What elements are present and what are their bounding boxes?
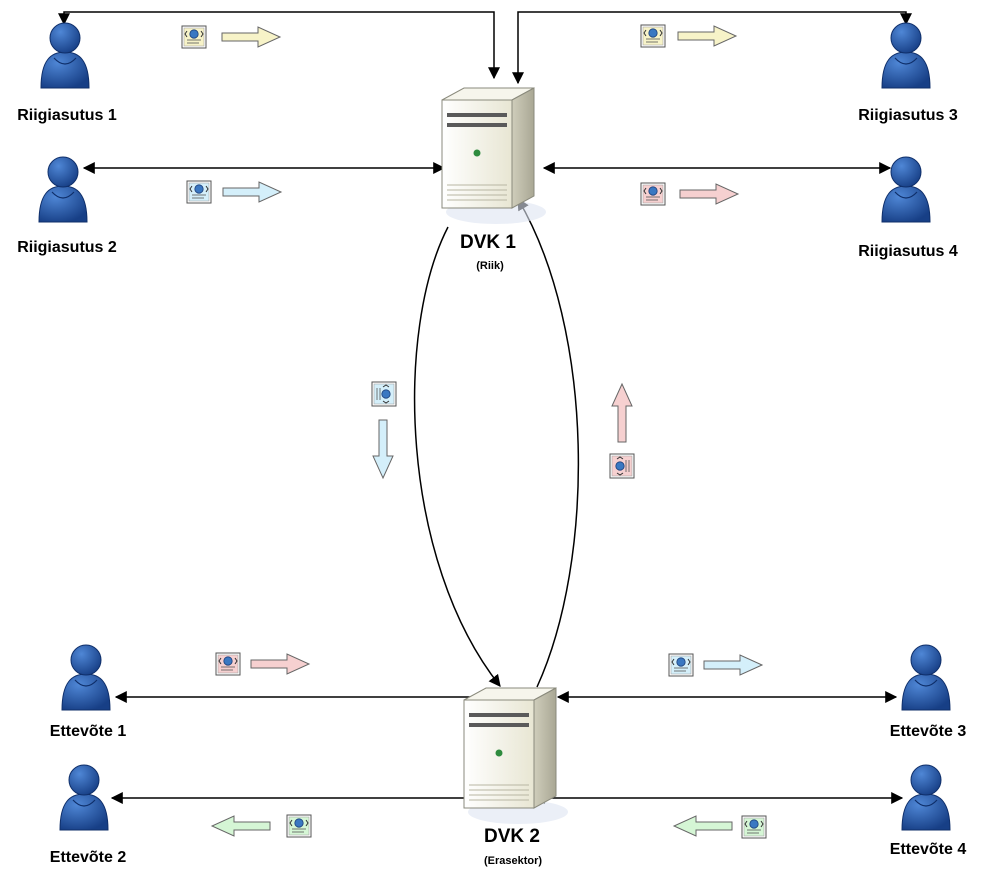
actor-label: Riigiasutus 3 bbox=[858, 107, 958, 124]
arrow-up-icon bbox=[611, 383, 633, 443]
actor-ettevote-4: Ettevõte 4 bbox=[890, 764, 967, 858]
msg-ettevote-4 bbox=[673, 815, 767, 839]
dvk2-sub: (Erasektor) bbox=[484, 855, 542, 867]
actor-label: Riigiasutus 1 bbox=[17, 107, 117, 124]
document-icon bbox=[668, 653, 694, 677]
server-icon bbox=[463, 687, 569, 825]
msg-riigiasutus-4 bbox=[640, 182, 739, 206]
document-icon bbox=[186, 180, 212, 204]
document-icon bbox=[741, 815, 767, 839]
arrow-right-icon bbox=[703, 654, 763, 676]
arrow-right-icon bbox=[679, 183, 739, 205]
user-icon bbox=[881, 156, 931, 223]
arrow-right-icon bbox=[250, 653, 310, 675]
server-icon bbox=[441, 87, 547, 225]
msg-riigiasutus-3 bbox=[640, 24, 737, 48]
user-icon bbox=[59, 764, 109, 831]
arrow-left-icon bbox=[211, 815, 271, 837]
connector-riigiasutus-1 bbox=[58, 11, 500, 80]
document-icon bbox=[640, 182, 666, 206]
arrow-down-icon bbox=[372, 419, 394, 479]
server-dvk1: DVK 1 (Riik) bbox=[441, 87, 547, 272]
actor-label: Riigiasutus 4 bbox=[858, 243, 958, 260]
actor-label: Riigiasutus 2 bbox=[17, 239, 117, 256]
document-icon bbox=[640, 24, 666, 48]
actor-label: Ettevõte 3 bbox=[890, 723, 967, 740]
actor-riigiasutus-2: Riigiasutus 2 bbox=[17, 156, 117, 256]
arrow-right-icon bbox=[222, 181, 282, 203]
document-icon bbox=[371, 381, 397, 407]
actor-ettevote-2: Ettevõte 2 bbox=[50, 764, 127, 866]
actor-ettevote-3: Ettevõte 3 bbox=[890, 644, 967, 740]
document-icon bbox=[609, 453, 635, 479]
actor-ettevote-1: Ettevõte 1 bbox=[50, 644, 127, 740]
server-dvk2: DVK 2 (Erasektor) bbox=[463, 687, 569, 867]
dvk1-name: DVK 1 bbox=[460, 232, 516, 253]
user-icon bbox=[901, 764, 951, 831]
actor-label: Ettevõte 1 bbox=[50, 723, 127, 740]
connector-dvk1-to-dvk2 bbox=[413, 226, 501, 687]
connector-riigiasutus-3 bbox=[512, 11, 912, 85]
actor-label: Ettevõte 4 bbox=[890, 841, 967, 858]
msg-ettevote-1 bbox=[215, 652, 310, 676]
msg-dvk2-to-dvk1 bbox=[609, 383, 635, 479]
user-icon bbox=[901, 644, 951, 711]
user-icon bbox=[881, 22, 931, 89]
connector-dvk2-to-dvk1 bbox=[517, 197, 580, 688]
arrow-left-icon bbox=[673, 815, 733, 837]
document-icon bbox=[215, 652, 241, 676]
actor-riigiasutus-4: Riigiasutus 4 bbox=[858, 156, 958, 260]
document-icon bbox=[286, 814, 312, 838]
connectors bbox=[58, 11, 912, 804]
document-icon bbox=[181, 25, 207, 49]
msg-dvk1-to-dvk2 bbox=[371, 381, 397, 479]
arrow-right-icon bbox=[677, 25, 737, 47]
msg-riigiasutus-1 bbox=[181, 25, 281, 49]
user-icon bbox=[38, 156, 88, 223]
actor-label: Ettevõte 2 bbox=[50, 849, 127, 866]
dvk2-name: DVK 2 bbox=[484, 826, 540, 847]
msg-ettevote-2 bbox=[211, 814, 312, 838]
arrow-right-icon bbox=[221, 26, 281, 48]
msg-ettevote-3 bbox=[668, 653, 763, 677]
dvk1-sub: (Riik) bbox=[476, 260, 504, 272]
actor-riigiasutus-3: Riigiasutus 3 bbox=[858, 22, 958, 124]
user-icon bbox=[40, 22, 90, 89]
msg-riigiasutus-2 bbox=[186, 180, 282, 204]
actor-riigiasutus-1: Riigiasutus 1 bbox=[17, 22, 117, 124]
user-icon bbox=[61, 644, 111, 711]
